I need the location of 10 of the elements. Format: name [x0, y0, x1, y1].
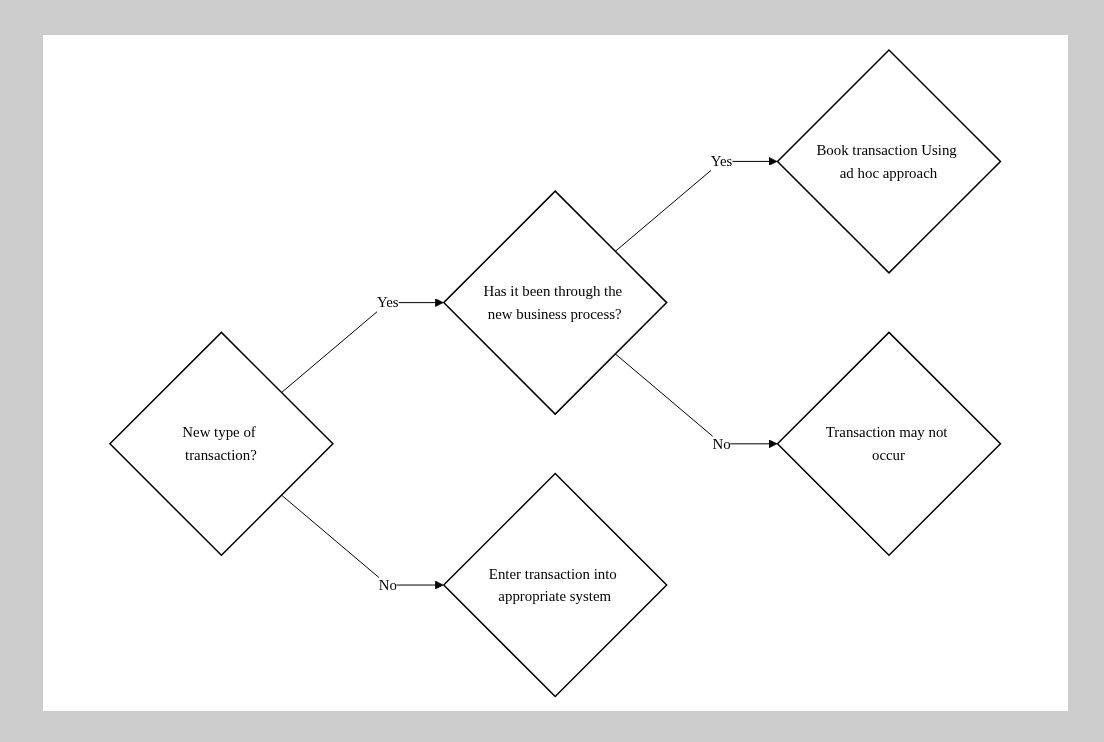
node-diamond — [109, 331, 335, 557]
node-diamond — [776, 48, 1002, 274]
node-diamond — [776, 331, 1002, 557]
edge-label: No — [379, 576, 398, 593]
edge-label: No — [712, 435, 731, 452]
edge-label: Yes — [711, 153, 733, 169]
node-diamond — [442, 472, 669, 698]
node-diamond — [442, 189, 669, 415]
page-background: Yes No Yes No New type of transaction? Has it been through the new business process? Enter transaction into appropriate system Book transaction Using ad hoc approach Transaction may not occur — [43, 35, 1068, 711]
edge-label: Yes — [377, 294, 399, 311]
